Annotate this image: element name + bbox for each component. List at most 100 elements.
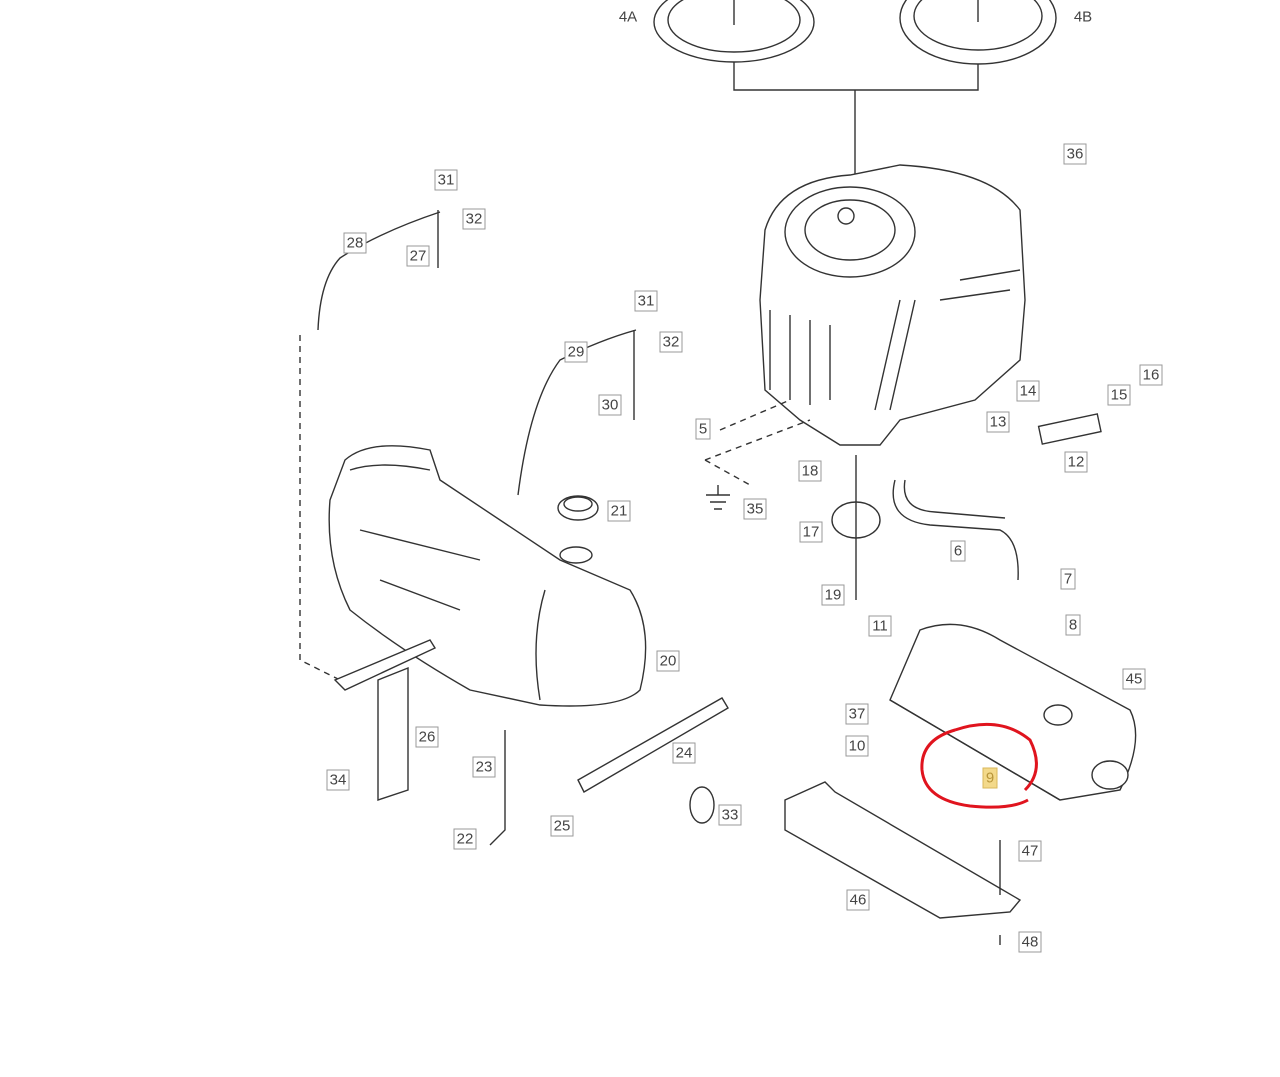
label-box — [1064, 451, 1088, 473]
fuel-valve-22[interactable] — [489, 730, 506, 846]
part-label-47[interactable]: 47 — [1018, 840, 1042, 862]
part-number: 47 — [1022, 843, 1039, 860]
part-label-25[interactable]: 25 — [550, 815, 574, 837]
part-label-36[interactable]: 36 — [1063, 143, 1087, 165]
label-box — [472, 756, 496, 778]
part-label-46[interactable]: 46 — [846, 889, 870, 911]
part-number: 45 — [1126, 671, 1143, 688]
label-box — [406, 245, 430, 267]
part-label-35[interactable]: 35 — [743, 498, 767, 520]
part-label-30[interactable]: 30 — [598, 394, 622, 416]
part-label-4B[interactable]: 4B — [1074, 9, 1092, 26]
pulley-17[interactable] — [831, 455, 881, 600]
part-number: 4B — [1074, 9, 1092, 26]
air-filter-ring-4b[interactable] — [899, 0, 1057, 65]
label-box — [1107, 384, 1131, 406]
part-number: 13 — [990, 414, 1007, 431]
part-number: 33 — [722, 807, 739, 824]
muffler-9[interactable] — [889, 623, 1137, 801]
part-number: 23 — [476, 759, 493, 776]
part-number: 21 — [611, 503, 628, 520]
dashed-ground-line — [299, 335, 341, 681]
part-label-16[interactable]: 16 — [1139, 364, 1163, 386]
part-label-13[interactable]: 13 — [986, 411, 1010, 433]
part-label-19[interactable]: 19 — [821, 584, 845, 606]
part-label-17[interactable]: 17 — [799, 521, 823, 543]
part-number: 25 — [554, 818, 571, 835]
part-number: 26 — [419, 729, 436, 746]
part-label-12[interactable]: 12 — [1064, 451, 1088, 473]
part-label-6[interactable]: 6 — [950, 540, 966, 562]
label-box — [672, 742, 696, 764]
part-label-15[interactable]: 15 — [1107, 384, 1131, 406]
part-label-11[interactable]: 11 — [868, 615, 892, 637]
part-label-7[interactable]: 7 — [1060, 568, 1076, 590]
fuel-cap[interactable] — [557, 495, 599, 521]
part-label-31[interactable]: 31 — [434, 169, 458, 191]
part-label-27[interactable]: 27 — [406, 245, 430, 267]
part-label-10[interactable]: 10 — [845, 735, 869, 757]
part-label-23[interactable]: 23 — [472, 756, 496, 778]
part-label-31[interactable]: 31 — [634, 290, 658, 312]
part-number: 35 — [747, 501, 764, 518]
part-number: 32 — [663, 334, 680, 351]
part-label-37[interactable]: 37 — [845, 703, 869, 725]
part-label-26[interactable]: 26 — [415, 726, 439, 748]
part-label-18[interactable]: 18 — [798, 460, 822, 482]
label-box — [1018, 931, 1042, 953]
clamp-33[interactable] — [689, 786, 715, 824]
label-box — [607, 500, 631, 522]
part-number: 5 — [699, 421, 707, 438]
part-label-20[interactable]: 20 — [656, 650, 680, 672]
part-label-22[interactable]: 22 — [453, 828, 477, 850]
part-label-29[interactable]: 29 — [564, 341, 588, 363]
label-box — [453, 828, 477, 850]
label-box — [1063, 143, 1087, 165]
label-box — [1060, 568, 1076, 590]
part-number: 7 — [1064, 571, 1072, 588]
part-label-5[interactable]: 5 — [695, 418, 711, 440]
part-label-45[interactable]: 45 — [1122, 668, 1146, 690]
throttle-cable-28[interactable] — [317, 211, 441, 331]
label-box — [798, 460, 822, 482]
fuel-line-24[interactable] — [577, 697, 729, 793]
dashed-leader — [704, 399, 811, 486]
part-label-8[interactable]: 8 — [1065, 614, 1081, 636]
part-label-4A[interactable]: 4A — [619, 9, 637, 26]
part-label-34[interactable]: 34 — [326, 769, 350, 791]
part-number: 30 — [602, 397, 619, 414]
part-label-32[interactable]: 32 — [659, 331, 683, 353]
label-box — [1139, 364, 1163, 386]
label-box — [868, 615, 892, 637]
part-label-24[interactable]: 24 — [672, 742, 696, 764]
label-box — [462, 208, 486, 230]
exhaust-pipe-6[interactable] — [892, 479, 1019, 581]
part-label-9[interactable]: 9 — [982, 767, 998, 789]
part-label-48[interactable]: 48 — [1018, 931, 1042, 953]
engine[interactable] — [759, 164, 1026, 446]
air-filter-ring-4a[interactable] — [653, 0, 815, 63]
part-number: 31 — [638, 293, 655, 310]
label-box — [326, 769, 350, 791]
red-annotation-circle — [920, 722, 1038, 809]
choke-cable-29[interactable] — [517, 329, 637, 496]
part-number: 16 — [1143, 367, 1160, 384]
part-number: 19 — [825, 587, 842, 604]
part-label-33[interactable]: 33 — [718, 804, 742, 826]
part-number: 36 — [1067, 146, 1084, 163]
part-label-32[interactable]: 32 — [462, 208, 486, 230]
part-number: 48 — [1022, 934, 1039, 951]
tank-bracket-26[interactable] — [333, 639, 437, 801]
label-box — [845, 703, 869, 725]
heat-shield-46[interactable] — [784, 781, 1022, 919]
part-number: 10 — [849, 738, 866, 755]
fuel-tank[interactable] — [328, 445, 647, 707]
part-number: 46 — [850, 892, 867, 909]
part-number: 32 — [466, 211, 483, 228]
hose-12[interactable] — [1037, 413, 1102, 445]
part-label-21[interactable]: 21 — [607, 500, 631, 522]
label-box — [845, 735, 869, 757]
part-label-28[interactable]: 28 — [343, 232, 367, 254]
label-box — [598, 394, 622, 416]
part-label-14[interactable]: 14 — [1016, 380, 1040, 402]
